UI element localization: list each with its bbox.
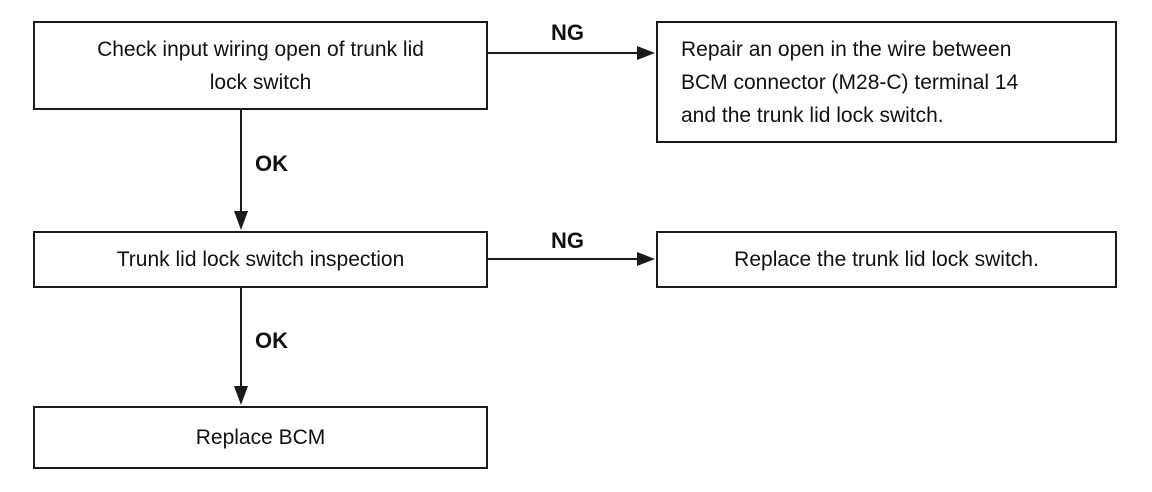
edge-label-inspection-ok: OK [255, 328, 288, 353]
arrowhead-right-2 [637, 252, 655, 266]
step-check-input-wiring: Check input wiring open of trunk lid loc… [33, 21, 488, 110]
step-switch-inspection: Trunk lid lock switch inspection [33, 231, 488, 288]
step-check-input-wiring-text: Check input wiring open of trunk lid loc… [97, 37, 424, 94]
step-replace-switch-text: Replace the trunk lid lock switch. [734, 248, 1039, 271]
step-replace-bcm: Replace BCM [33, 406, 488, 469]
step-switch-inspection-text: Trunk lid lock switch inspection [116, 248, 405, 271]
step-repair-open-wire-text: Repair an open in the wire between BCM c… [681, 37, 1019, 127]
step-repair-open-wire: Repair an open in the wire between BCM c… [656, 21, 1117, 143]
edge-label-check-ok: OK [255, 151, 288, 176]
edge-label-check-ng: NG [551, 20, 584, 45]
arrowhead-right-1 [637, 46, 655, 60]
step-replace-bcm-text: Replace BCM [195, 426, 326, 449]
arrowhead-down-2 [234, 386, 248, 405]
arrowhead-down-1 [234, 211, 248, 230]
step-replace-switch: Replace the trunk lid lock switch. [656, 231, 1117, 288]
edge-label-inspection-ng: NG [551, 228, 584, 253]
